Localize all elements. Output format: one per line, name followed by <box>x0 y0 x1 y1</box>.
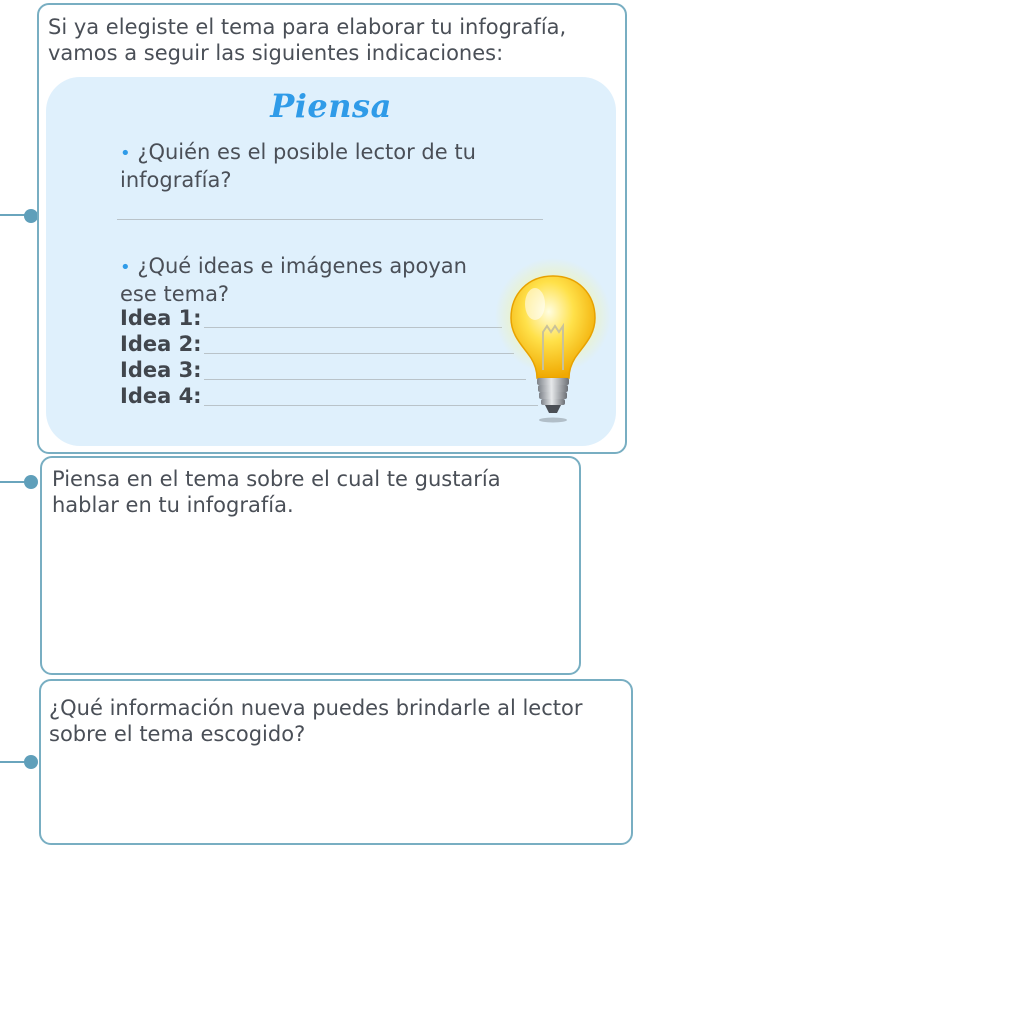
connector-line-2 <box>0 481 30 483</box>
idea-4-label: Idea 4: <box>120 384 202 408</box>
new-info-prompt-line-1: ¿Qué información nueva puedes brindarle … <box>49 696 583 720</box>
connector-line-1 <box>0 214 30 216</box>
topic-prompt: Piensa en el tema sobre el cual te gusta… <box>52 466 501 518</box>
answer-line-1[interactable] <box>117 219 543 220</box>
question-1-line-2: infografía? <box>120 168 232 192</box>
connector-dot-1 <box>24 209 38 223</box>
intro-line-1: Si ya elegiste el tema para elaborar tu … <box>48 15 567 39</box>
idea-2-line[interactable] <box>204 353 514 354</box>
topic-card: Piensa en el tema sobre el cual te gusta… <box>40 456 581 675</box>
idea-3-line[interactable] <box>204 379 526 380</box>
question-1-line-1: ¿Quién es el posible lector de tu <box>137 140 476 164</box>
idea-2-label: Idea 2: <box>120 332 202 356</box>
new-info-prompt-line-2: sobre el tema escogido? <box>49 722 306 746</box>
idea-1-label: Idea 1: <box>120 306 202 330</box>
bullet-1: • <box>120 143 131 164</box>
intro-text: Si ya elegiste el tema para elaborar tu … <box>48 14 566 66</box>
question-2-line-1: ¿Qué ideas e imágenes apoyan <box>137 254 467 278</box>
new-info-card: ¿Qué información nueva puedes brindarle … <box>39 679 633 845</box>
question-2-line-2: ese tema? <box>120 282 230 306</box>
connector-line-3 <box>0 761 30 763</box>
new-info-prompt: ¿Qué información nueva puedes brindarle … <box>49 695 582 747</box>
question-2: • ¿Qué ideas e imágenes apoyan ese tema? <box>120 253 467 307</box>
question-1: • ¿Quién es el posible lector de tu info… <box>120 139 476 193</box>
bullet-2: • <box>120 257 131 278</box>
connector-dot-2 <box>24 475 38 489</box>
topic-prompt-line-2: hablar en tu infografía. <box>52 493 294 517</box>
panel-title: Piensa <box>270 87 392 125</box>
idea-1-line[interactable] <box>204 327 502 328</box>
topic-prompt-line-1: Piensa en el tema sobre el cual te gusta… <box>52 467 501 491</box>
idea-4-line[interactable] <box>204 405 538 406</box>
idea-3-label: Idea 3: <box>120 358 202 382</box>
light-bulb-icon <box>495 258 611 423</box>
connector-dot-3 <box>24 755 38 769</box>
intro-line-2: vamos a seguir las siguientes indicacion… <box>48 41 504 65</box>
piensa-panel: Piensa • ¿Quién es el posible lector de … <box>46 77 616 446</box>
